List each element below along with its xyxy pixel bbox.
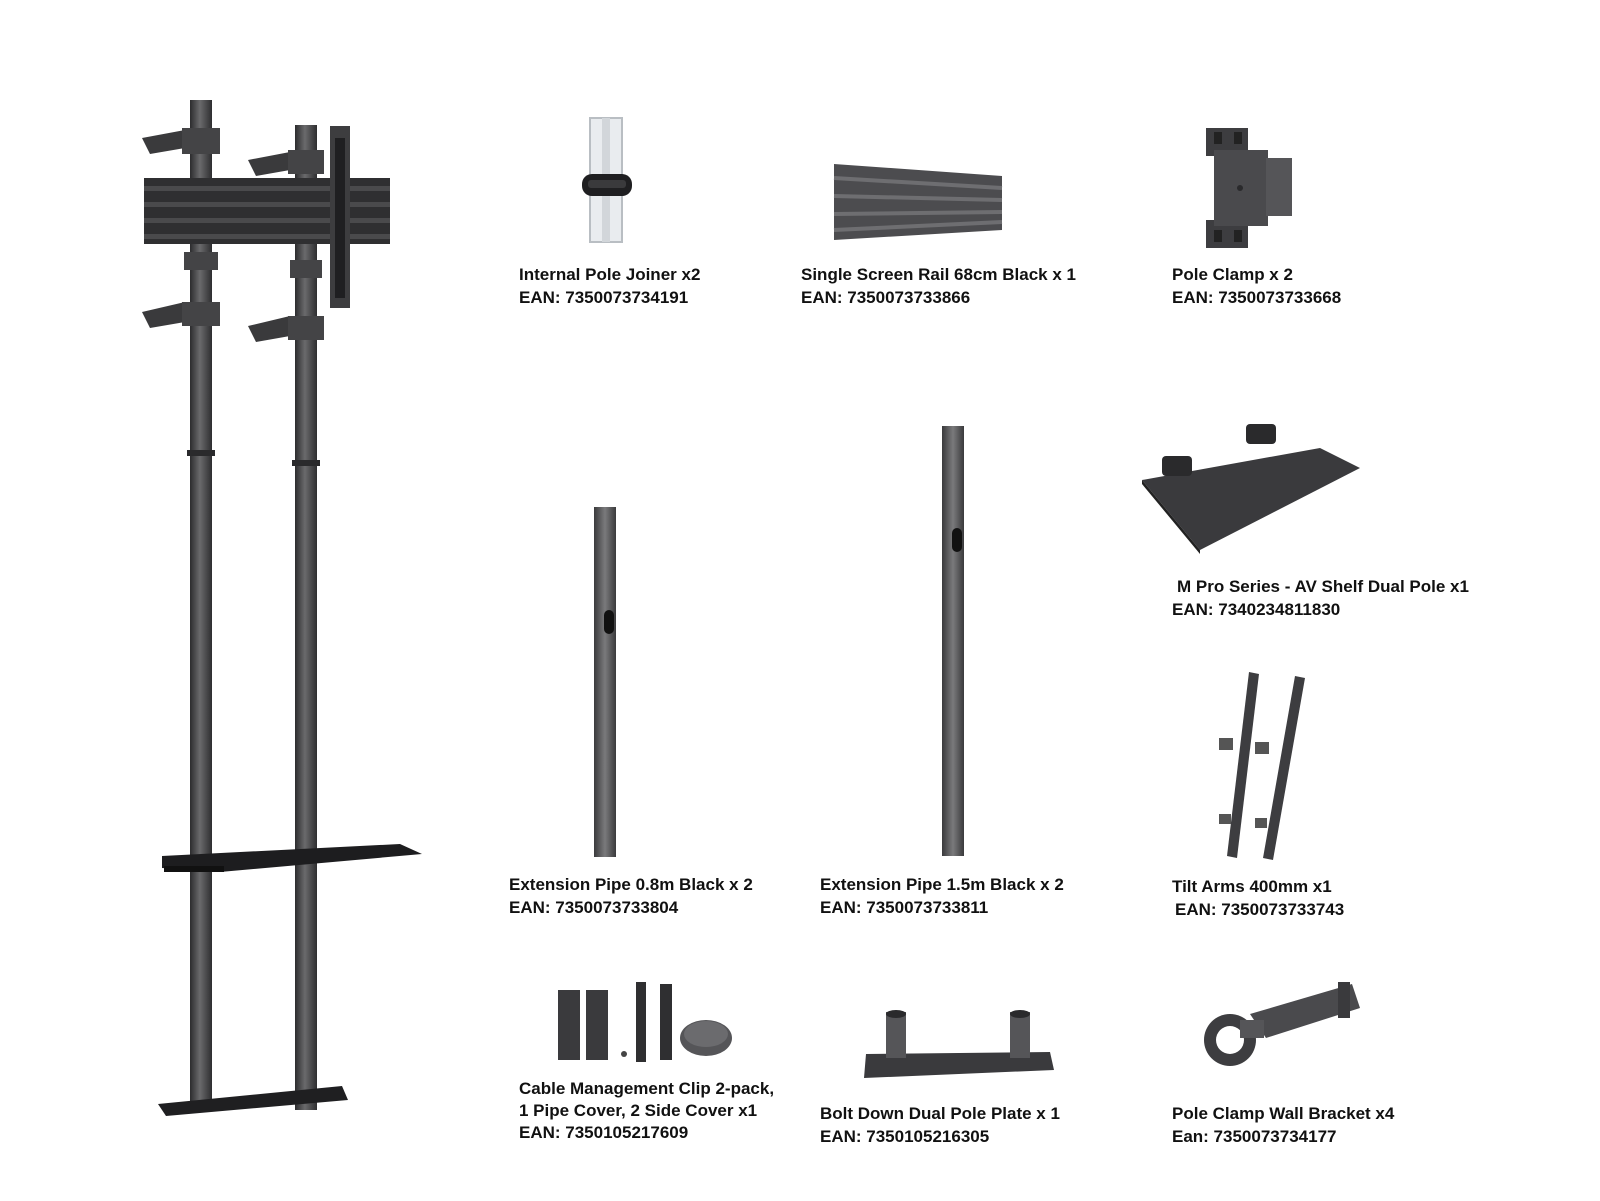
- extension-pipe-icon: [594, 507, 616, 857]
- av-shelf-icon: [1142, 424, 1360, 554]
- label-pole-clamp-wall-bracket: Pole Clamp Wall Bracket x4 Ean: 73500737…: [1172, 1102, 1394, 1148]
- label-pole-clamp: Pole Clamp x 2 EAN: 7350073733668: [1172, 263, 1341, 309]
- part-ean: EAN: 7350105216305: [820, 1127, 990, 1146]
- label-tilt-arms: Tilt Arms 400mm x1 EAN: 7350073733743: [1172, 875, 1344, 921]
- part-name: Single Screen Rail 68cm Black x 1: [801, 265, 1076, 284]
- label-extension-pipe-08: Extension Pipe 0.8m Black x 2 EAN: 73500…: [509, 873, 753, 919]
- screen-rail-icon: [833, 164, 1003, 240]
- cable-clip-icon: [558, 982, 732, 1062]
- assembled-stand-icon: [142, 100, 422, 1116]
- part-ean: Ean: 7350073734177: [1172, 1127, 1337, 1146]
- part-ean: EAN: 7350073733866: [801, 288, 971, 307]
- floor-plate-icon: [864, 1010, 1054, 1078]
- part-ean: EAN: 7350105217609: [519, 1123, 689, 1142]
- pole-clamp-icon: [1206, 128, 1292, 248]
- label-extension-pipe-15: Extension Pipe 1.5m Black x 2 EAN: 73500…: [820, 873, 1064, 919]
- part-name: Pole Clamp Wall Bracket x4: [1172, 1104, 1395, 1123]
- part-name: Cable Management Clip 2-pack,: [519, 1079, 775, 1098]
- part-ean: EAN: 7350073733743: [1175, 900, 1345, 919]
- part-name-line2: 1 Pipe Cover, 2 Side Cover x1: [519, 1101, 758, 1120]
- part-name: Extension Pipe 1.5m Black x 2: [820, 875, 1064, 894]
- part-name: Internal Pole Joiner x2: [519, 265, 701, 284]
- part-ean: EAN: 7350073733804: [509, 898, 679, 917]
- tilt-arms-icon: [1219, 672, 1305, 860]
- label-internal-pole-joiner: Internal Pole Joiner x2 EAN: 73500737341…: [519, 263, 700, 309]
- label-cable-management: Cable Management Clip 2-pack, 1 Pipe Cov…: [519, 1078, 774, 1144]
- label-single-screen-rail: Single Screen Rail 68cm Black x 1 EAN: 7…: [801, 263, 1076, 309]
- part-name: Pole Clamp x 2: [1172, 265, 1293, 284]
- part-name: Bolt Down Dual Pole Plate x 1: [820, 1104, 1060, 1123]
- wall-bracket-icon: [1204, 982, 1360, 1066]
- part-ean: EAN: 7350073734191: [519, 288, 689, 307]
- part-ean: EAN: 7340234811830: [1172, 600, 1341, 619]
- part-ean: EAN: 7350073733668: [1172, 288, 1342, 307]
- label-bolt-down-plate: Bolt Down Dual Pole Plate x 1 EAN: 73501…: [820, 1102, 1060, 1148]
- part-name: Tilt Arms 400mm x1: [1172, 877, 1332, 896]
- label-av-shelf: M Pro Series - AV Shelf Dual Pole x1 EAN…: [1172, 575, 1469, 621]
- part-ean: EAN: 7350073733811: [820, 898, 989, 917]
- extension-pipe-icon: [942, 426, 964, 856]
- pole-joiner-icon: [582, 117, 632, 243]
- part-name: Extension Pipe 0.8m Black x 2: [509, 875, 753, 894]
- part-name: M Pro Series - AV Shelf Dual Pole x1: [1177, 577, 1469, 596]
